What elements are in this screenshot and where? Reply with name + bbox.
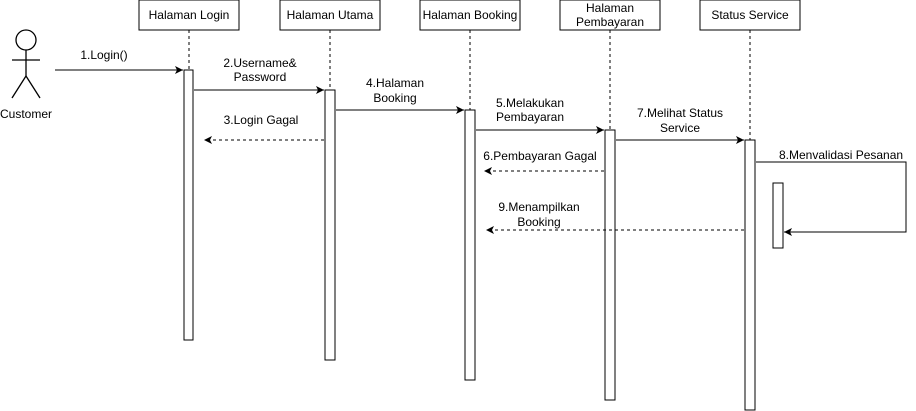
message-label-line2: Booking bbox=[373, 91, 416, 105]
message-label-line1: 7.Melihat Status bbox=[637, 106, 723, 120]
lifeline-header-label-line2: Pembayaran bbox=[576, 15, 644, 29]
message-label-line1: 2.Username& bbox=[223, 56, 296, 70]
lifeline-header-label-line1: Halaman bbox=[586, 1, 634, 15]
lifeline-header-label: Halaman Login bbox=[149, 8, 230, 22]
message-7: 7.Melihat Status Service bbox=[616, 106, 744, 144]
lifeline-header-label: Halaman Booking bbox=[423, 8, 518, 22]
actor-customer: Customer bbox=[0, 29, 52, 121]
message-8-self-call: 8.Menvalidasi Pesanan bbox=[756, 148, 907, 236]
message-label-line1: 9.Menampilkan bbox=[498, 200, 579, 214]
message-9: 9.Menampilkan Booking bbox=[486, 200, 744, 234]
message-label-line1: 5.Melakukan bbox=[496, 96, 564, 110]
actor-label: Customer bbox=[0, 107, 52, 121]
self-call-activation-bar bbox=[772, 182, 784, 249]
message-label-line2: Service bbox=[660, 121, 700, 135]
lifeline-header-box bbox=[419, 0, 521, 31]
lifeline-header-box bbox=[138, 0, 240, 31]
lifeline-login: Halaman Login bbox=[138, 0, 240, 341]
activation-bar bbox=[324, 89, 336, 361]
actor-head bbox=[15, 29, 37, 51]
lifeline-header-box bbox=[559, 0, 661, 31]
lifeline-header-label: Status Service bbox=[711, 8, 789, 22]
lifeline-booking: Halaman Booking bbox=[419, 0, 521, 381]
lifeline-utama: Halaman Utama bbox=[279, 0, 381, 361]
actor-leg-left bbox=[11, 75, 27, 99]
message-label: 6.Pembayaran Gagal bbox=[483, 149, 596, 163]
activation-bar bbox=[744, 139, 756, 411]
message-1: 1.Login() bbox=[55, 48, 183, 74]
message-label: 3.Login Gagal bbox=[224, 113, 299, 127]
lifeline-header-box bbox=[699, 0, 801, 31]
activation-bar bbox=[183, 69, 194, 341]
message-arrow bbox=[756, 161, 907, 236]
actor-leg-right bbox=[25, 75, 41, 99]
activation-bar bbox=[604, 129, 616, 401]
message-2: 2.Username& Password bbox=[194, 56, 324, 94]
message-label: 8.Menvalidasi Pesanan bbox=[779, 148, 903, 162]
message-label-line2: Booking bbox=[517, 215, 560, 229]
lifeline-header-label: Halaman Utama bbox=[287, 8, 374, 22]
message-5: 5.Melakukan Pembayaran bbox=[476, 96, 604, 134]
message-4: 4.Halaman Booking bbox=[336, 76, 464, 114]
lifeline-status: Status Service bbox=[699, 0, 801, 411]
message-label-line2: Password bbox=[234, 70, 287, 84]
lifeline-header-box bbox=[279, 0, 381, 31]
message-label: 1.Login() bbox=[80, 48, 127, 62]
message-label-line1: 4.Halaman bbox=[366, 76, 424, 90]
message-label-line2: Pembayaran bbox=[496, 110, 564, 124]
message-6: 6.Pembayaran Gagal bbox=[483, 149, 604, 175]
activation-bar bbox=[464, 109, 476, 381]
message-3: 3.Login Gagal bbox=[204, 113, 324, 144]
lifeline-pembayaran: Halaman Pembayaran bbox=[559, 0, 661, 401]
